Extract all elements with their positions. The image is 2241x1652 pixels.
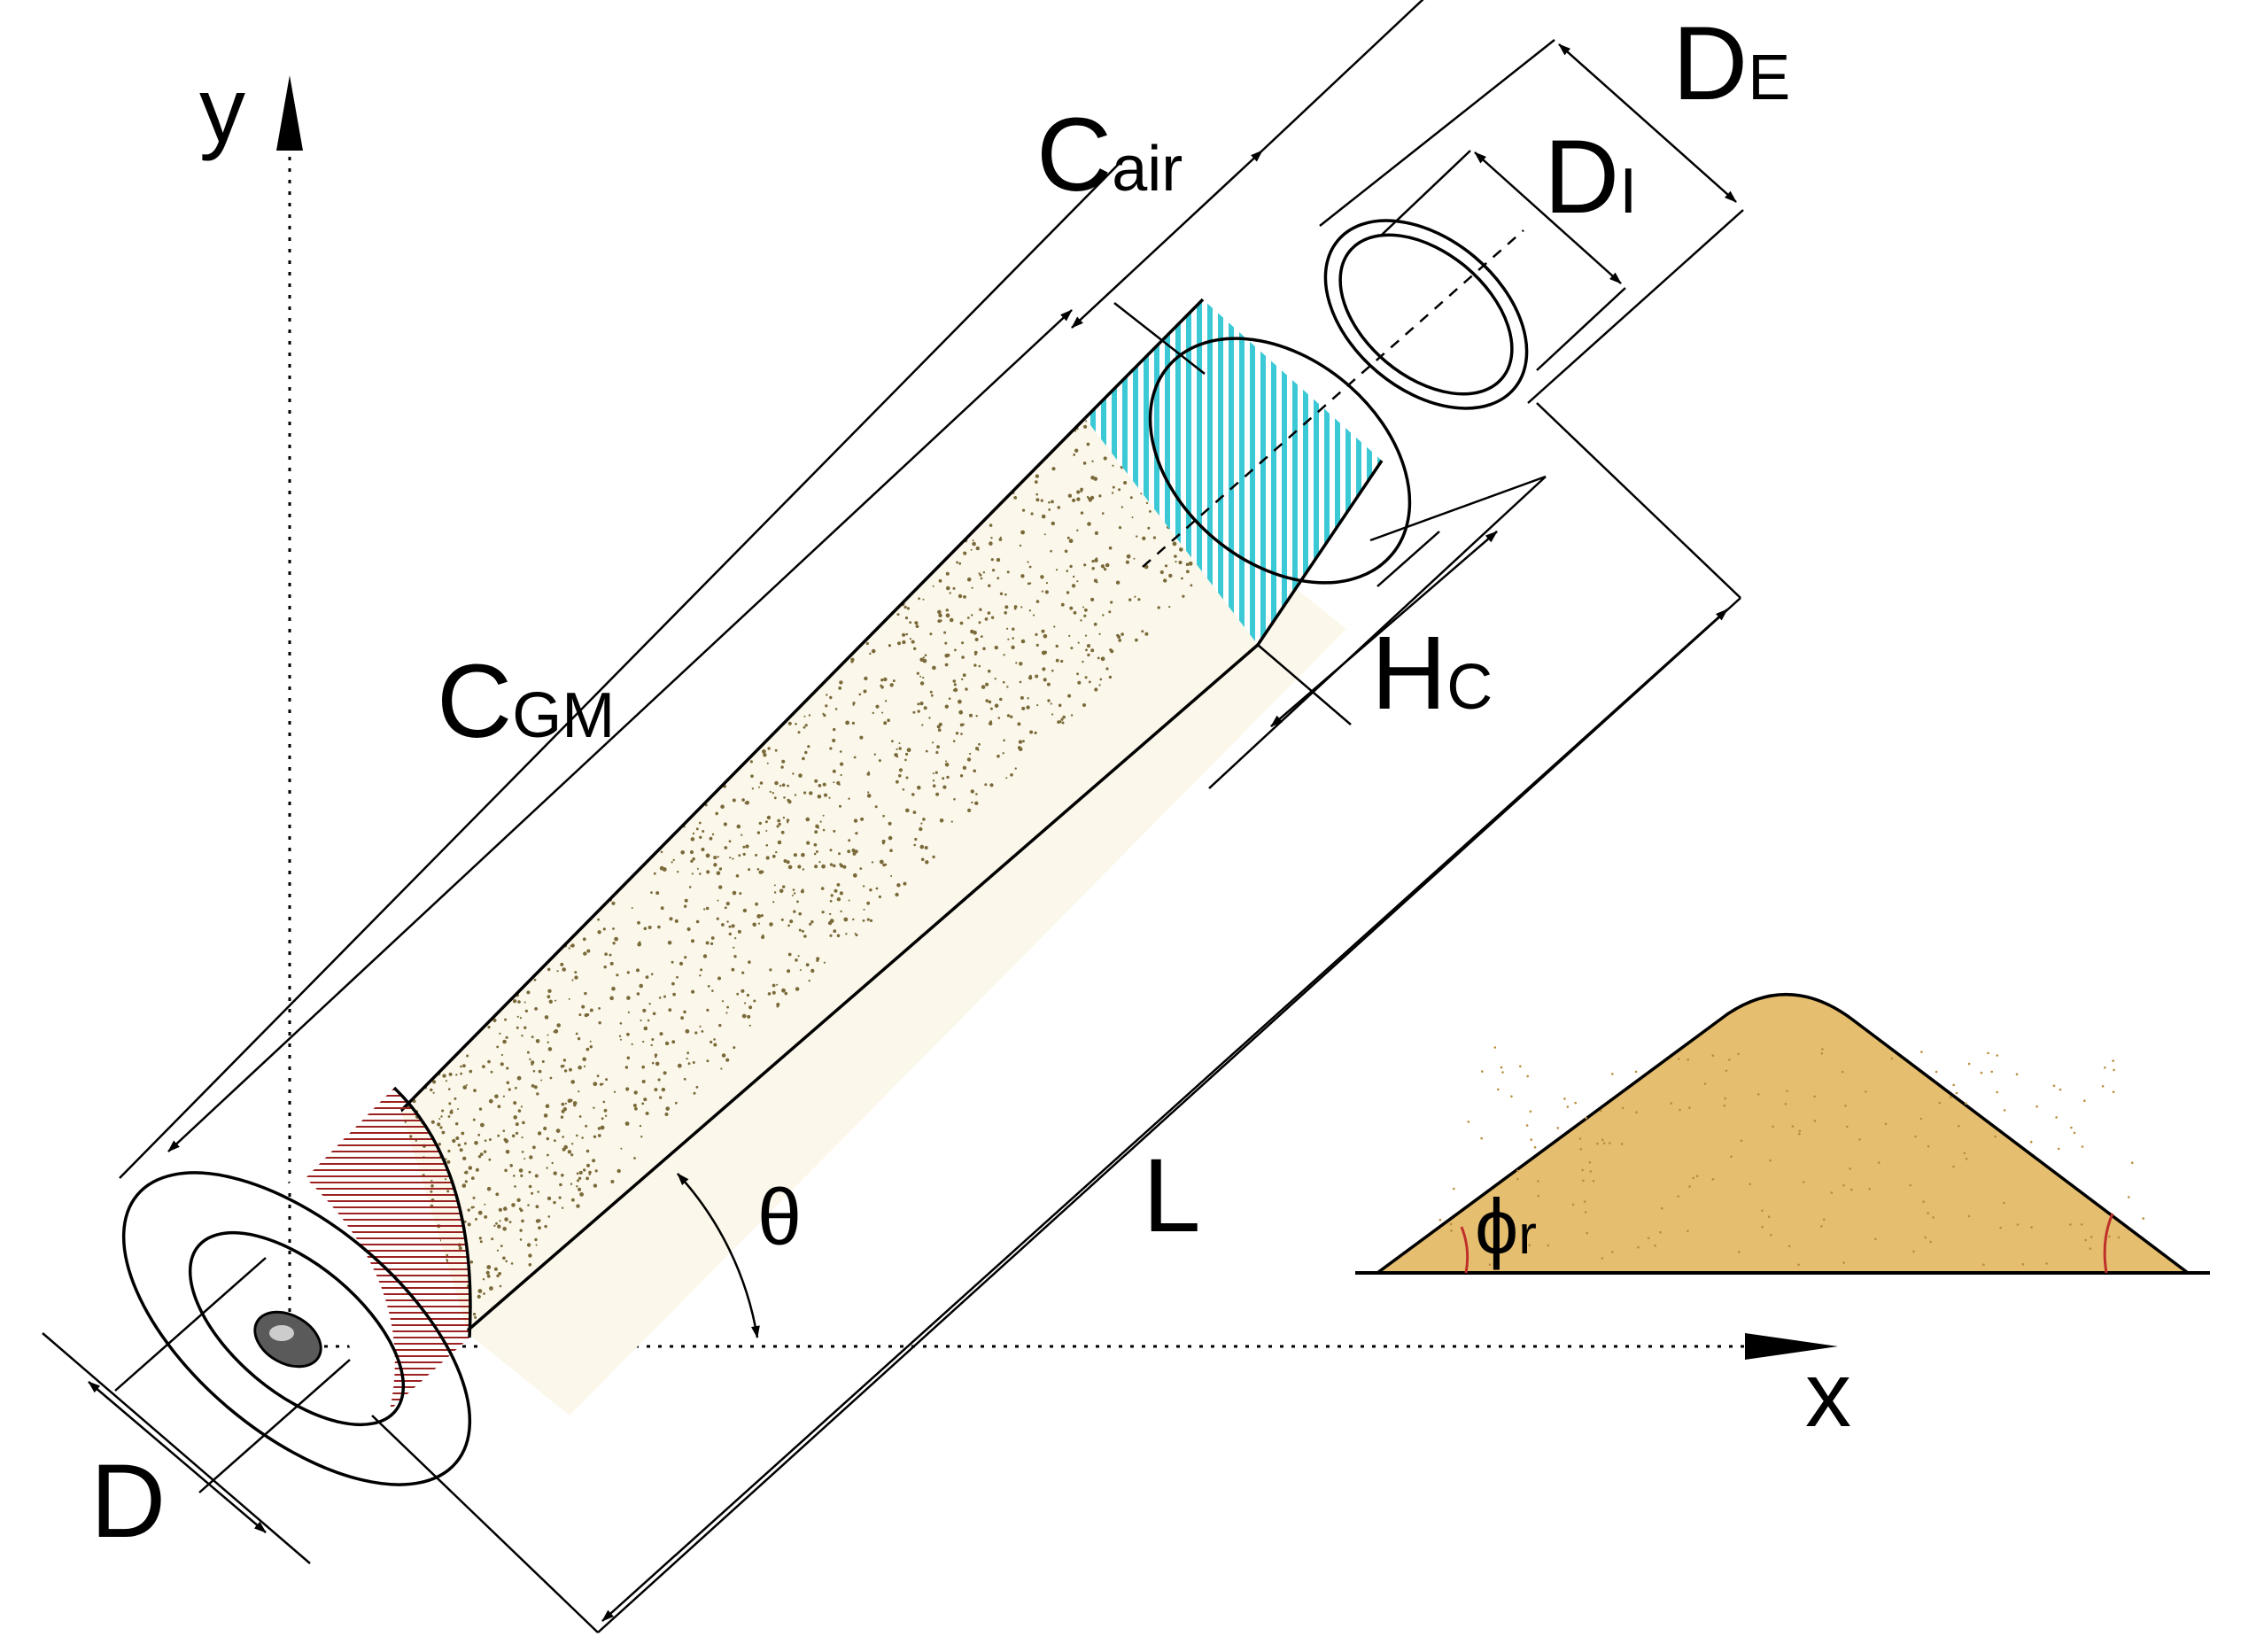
label-hc: HC xyxy=(1371,615,1493,732)
x-axis-label: x xyxy=(1805,1344,1851,1446)
dimension-d: D xyxy=(42,1257,351,1564)
y-axis-arrowhead xyxy=(276,75,303,151)
dimension-cair: Cair xyxy=(1036,0,1424,375)
dimension-de: DE xyxy=(1319,5,1790,404)
pile-shape xyxy=(1372,992,2193,1275)
label-theta: θ xyxy=(757,1174,802,1262)
y-axis-label: y xyxy=(199,59,245,162)
gravel-fill xyxy=(308,418,1346,1415)
pile-angle-right xyxy=(2103,1213,2114,1274)
label-cair: Cair xyxy=(1036,97,1183,213)
label-de: DE xyxy=(1672,5,1790,122)
label-di: DI xyxy=(1544,119,1637,236)
pile-angle-left xyxy=(1460,1226,1469,1274)
label-l: L xyxy=(1143,1137,1201,1254)
top-ring xyxy=(1323,219,1529,410)
dimension-l: L xyxy=(371,402,1741,1633)
label-phi-r: ϕr xyxy=(1475,1183,1537,1270)
column-axis xyxy=(1142,229,1524,568)
sand-pile: ϕr xyxy=(1355,992,2210,1275)
x-axis-arrowhead xyxy=(1745,1333,1838,1360)
base-inner-ring xyxy=(188,1230,406,1427)
dimension-di: DI xyxy=(1381,119,1637,371)
angle-theta: θ xyxy=(677,1173,802,1338)
label-d: D xyxy=(90,1443,166,1560)
label-cgm: CGM xyxy=(437,643,615,760)
